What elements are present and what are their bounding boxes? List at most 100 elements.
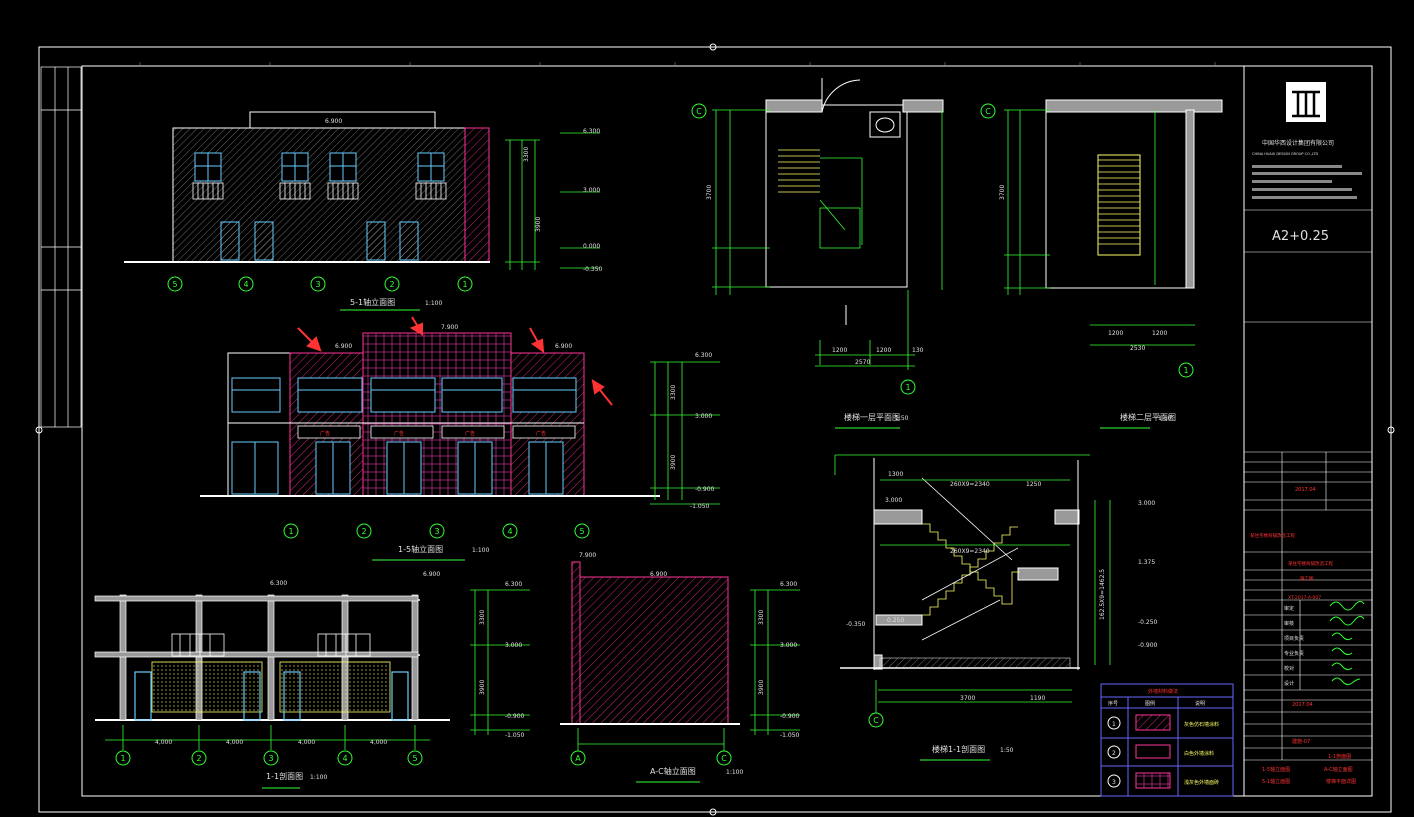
title-project: 某住宅楼商铺改造工程 [1250,532,1295,539]
plan-2f-dim-3700: 3700 [999,185,1006,200]
axis-label: 2 [389,280,394,289]
elev-5-1-level-outdoor: -0.350 [583,266,603,273]
ac-level-3000: 3.000 [780,642,797,649]
section-level-top: 6.900 [423,571,440,578]
stair-dim-1190: 1190 [1030,695,1045,702]
axis-label: 1 [905,383,910,392]
legend-row-1-desc: 灰色仿石墙涂料 [1184,721,1219,728]
axis-label: 1 [288,527,293,536]
legend-row-2-no: 2 [1112,750,1116,757]
axis-bubble-elev-5-1-5: 5 [167,276,183,292]
dim-ac-3900: 3900 [758,680,765,695]
elevation-5-1[interactable] [124,111,600,270]
title-number: XT-2017-A-007 [1288,595,1321,601]
axis-bubble-stair-2f-C: C [980,103,996,119]
elev-1-5-level-0900: -0.900 [695,486,715,493]
stair-level-0350: -0.350 [846,621,866,628]
shop-sign-2: 广告 [394,430,404,437]
stair-level-3000: 3.000 [1138,500,1155,507]
axis-bubble-section-1-1-4: 4 [337,750,353,766]
scale-stair-2f: 1:50 [1158,415,1172,422]
scale-stair-section: 1:50 [1000,747,1014,754]
stair-dim-rise: 162.5X9=1462.5 [1099,569,1106,620]
axis-bubble-elev-5-1-2: 2 [384,276,400,292]
dim-2f-1200a: 1200 [1108,330,1123,337]
footer-right-3: 楼梯平面详图 [1326,778,1356,785]
axis-label: 4 [342,754,347,763]
drawing-no: 建施-07 [1292,738,1310,745]
stair-level-0900: -0.900 [1138,642,1158,649]
scale-elev-1-5: 1:100 [472,547,489,554]
axis-bubble-section-1-1-2: 2 [191,750,207,766]
axis-bubble-elev-1-5-2: 2 [356,523,372,539]
ac-level-1050: -1.050 [780,732,800,739]
stair-plan-1f[interactable] [712,78,944,370]
section-level-3000: 3.000 [505,642,522,649]
scale-stair-1f: 1:50 [895,415,909,422]
title-stair-1f: 楼梯一层平面图 [844,412,900,422]
dim-1-5-3300: 3300 [670,385,677,400]
dim-sec-3900: 3900 [479,680,486,695]
title-date-2: 2017.04 [1292,702,1313,708]
dim-5-1-3300: 3300 [523,147,530,162]
legend-table[interactable]: 外墙材料做法 序号 图例 说明 1 2 3 灰色仿石墙涂料 白色外墙涂料 浅灰色… [1100,683,1234,797]
title-stair-2f: 楼梯二层平面图 [1120,412,1176,422]
section-level-left: 6.300 [270,580,287,587]
stair-plan-2f[interactable] [1004,99,1223,346]
ac-level-roof: 6.900 [650,571,667,578]
elev-1-5-level-3000: 3.000 [695,413,712,420]
axis-label: 4 [243,280,248,289]
stair-dim-run2: 260X9=2340 [950,548,990,555]
elevation-a-c[interactable] [560,561,800,752]
axis-label: 5 [412,754,417,763]
elev-1-5-level-left: 6.900 [335,343,352,350]
dim-sec-3300: 3300 [479,610,486,625]
ac-level-0900: -0.900 [780,713,800,720]
axis-label: 3 [268,754,273,763]
title-project-2: 某住宅楼商铺改造工程 [1288,560,1333,567]
annotation-arrows [297,316,613,406]
footer-right-1: 1-1剖面图 [1328,753,1351,760]
stair-section[interactable] [834,454,1111,720]
stair-dim-1250: 1250 [1026,481,1041,488]
left-signature-strip [40,66,82,428]
axis-label: 5 [172,280,177,289]
title-elev-1-5: 1-5轴立面图 [398,544,443,554]
axis-bubble-elev-5-1-1: 1 [457,276,473,292]
axis-bubble-section-1-1-5: 5 [407,750,423,766]
title-elev-a-c: A-C轴立面图 [650,766,696,776]
axis-label: 5 [579,527,584,536]
shop-sign-labels: 广告 广告 广告 广告 [320,430,546,437]
axis-bubble-stair-section-C: C [868,712,884,728]
axis-label: C [985,107,991,116]
dim-1f-1200b: 1200 [876,347,891,354]
dim-1f-1200a: 1200 [832,347,847,354]
section-level-1050: -1.050 [505,732,525,739]
section-1-1[interactable] [94,589,530,750]
elev-5-1-roof-level: 6.900 [325,118,342,125]
shop-sign-3: 广告 [465,430,475,437]
axis-bubble-elev-a-c-A: A [570,750,586,766]
axis-label: C [873,716,879,725]
axis-label: A [575,754,581,763]
dim-span-1: 4,000 [155,739,172,746]
outer-frame [38,46,1392,813]
axis-bubble-section-1-1-3: 3 [263,750,279,766]
legend-row-2-desc: 白色外墙涂料 [1184,750,1214,757]
title-block[interactable]: 中国华西设计集团有限公司 CHINA HUAXI DESIGN GROUP CO… [1243,65,1373,797]
footer-left-1: 1-5轴立面图 [1262,766,1290,773]
ac-level-top: 7.900 [579,552,596,559]
signature-marks [1329,600,1365,686]
title-date: 2017.04 [1295,487,1316,493]
stair-level-3000b: 3.000 [885,497,902,504]
scale-elev-a-c: 1:100 [726,769,743,776]
axis-label: 2 [196,754,201,763]
role-5: 校对 [1284,665,1294,672]
axis-label: 3 [315,280,320,289]
axis-bubble-elev-1-5-5: 5 [574,523,590,539]
section-level-0900: -0.900 [505,713,525,720]
role-6: 设计 [1284,680,1294,687]
title-elev-5-1: 5-1轴立面图 [350,297,395,307]
elevation-1-5[interactable] [200,332,720,505]
